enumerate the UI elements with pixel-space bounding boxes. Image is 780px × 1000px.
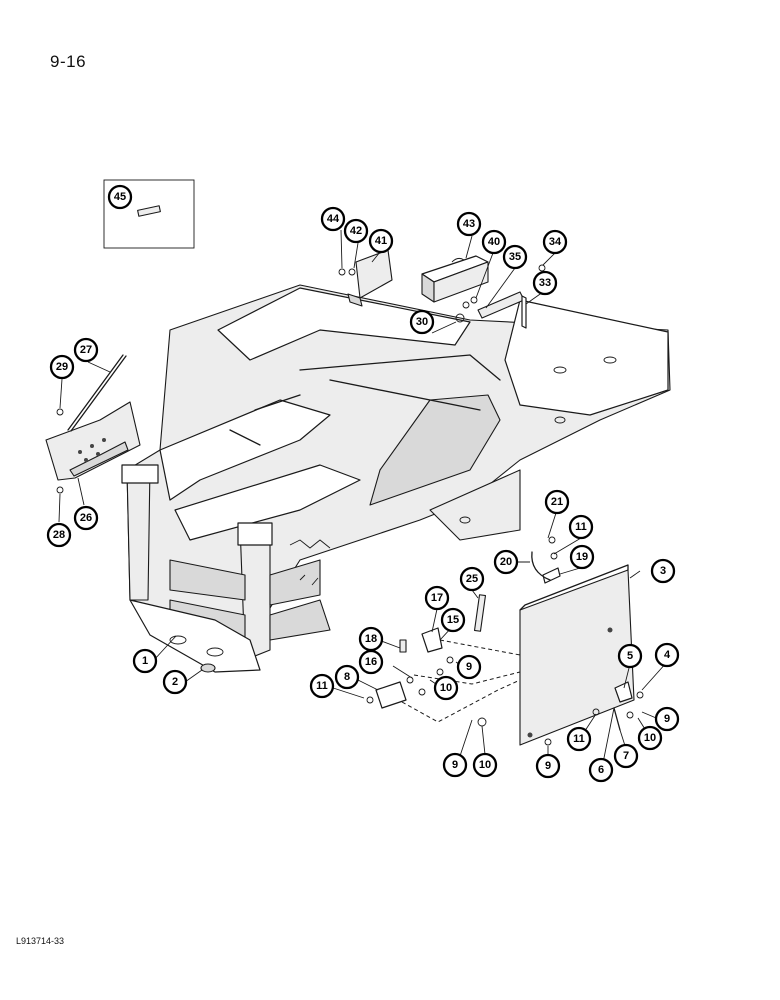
callout-43: 35	[502, 244, 528, 270]
svg-text:45: 45	[114, 191, 126, 203]
svg-text:16: 16	[365, 656, 377, 668]
svg-text:40: 40	[488, 236, 500, 248]
plug-2	[200, 663, 216, 673]
svg-text:41: 41	[375, 235, 387, 247]
callout-42: 34	[542, 229, 568, 255]
callout-2: 2	[162, 669, 188, 695]
svg-text:11: 11	[575, 521, 587, 533]
callout-30: 41	[368, 228, 394, 254]
callout-16: 16	[358, 649, 384, 675]
callout-18: 18	[358, 626, 384, 652]
svg-text:9: 9	[545, 760, 551, 772]
callout-10-right: 10	[637, 725, 663, 751]
callout-26: 26	[73, 505, 99, 531]
svg-text:9: 9	[664, 713, 670, 725]
latch-5	[614, 681, 633, 703]
inset-box	[103, 179, 195, 249]
svg-text:9: 9	[466, 661, 472, 673]
svg-text:4: 4	[664, 649, 671, 661]
svg-text:26: 26	[80, 512, 92, 524]
callout-41: 33	[532, 270, 558, 296]
callout-5: 5	[617, 643, 643, 669]
svg-text:25: 25	[466, 573, 478, 585]
svg-text:10: 10	[644, 732, 656, 744]
callout-9-lower-left: 9	[442, 752, 468, 778]
mounting-bracket-41	[477, 291, 527, 329]
callout-10-center: 10	[433, 675, 459, 701]
callout-45: 45	[107, 184, 133, 210]
main-frame	[121, 284, 671, 673]
svg-text:10: 10	[440, 682, 452, 694]
svg-text:35: 35	[509, 251, 521, 263]
callout-9-lower-mid: 9	[535, 753, 561, 779]
callout-35: 44	[320, 206, 346, 232]
callout-9-center: 9	[456, 654, 482, 680]
pin-7	[613, 707, 621, 731]
callout-28: 28	[46, 522, 72, 548]
callout-33: 42	[343, 218, 369, 244]
callout-10-lower: 10	[472, 752, 498, 778]
callout-19: 19	[569, 544, 595, 570]
step-assembly	[45, 354, 141, 494]
callout-40: 43	[456, 211, 482, 237]
svg-text:1: 1	[142, 655, 148, 667]
callout-1: 1	[132, 648, 158, 674]
svg-text:21: 21	[551, 496, 563, 508]
callout-17: 17	[424, 585, 450, 611]
callout-34: 30	[409, 309, 435, 335]
svg-text:15: 15	[447, 614, 459, 626]
svg-text:11: 11	[573, 733, 585, 745]
svg-text:28: 28	[53, 529, 65, 541]
mounting-bracket-30	[347, 249, 393, 307]
bracket-19	[542, 567, 561, 584]
svg-text:6: 6	[598, 764, 604, 776]
svg-text:34: 34	[549, 236, 562, 248]
svg-text:43: 43	[463, 218, 475, 230]
svg-text:8: 8	[344, 671, 350, 683]
side-panel	[519, 564, 635, 746]
callout-6: 6	[588, 757, 614, 783]
svg-text:20: 20	[500, 556, 512, 568]
svg-text:2: 2	[172, 676, 178, 688]
svg-text:33: 33	[539, 277, 551, 289]
callout-21: 21	[544, 489, 570, 515]
page-number: 9-16	[50, 52, 87, 71]
svg-text:17: 17	[431, 592, 443, 604]
callout-11-lower: 11	[566, 726, 592, 752]
svg-text:3: 3	[660, 565, 666, 577]
callout-11-right: 11	[568, 514, 594, 540]
svg-text:7: 7	[623, 750, 629, 762]
svg-text:5: 5	[627, 650, 633, 662]
svg-text:44: 44	[327, 213, 340, 225]
callout-20: 20	[493, 549, 519, 575]
cable-20	[531, 551, 551, 581]
svg-text:42: 42	[350, 225, 362, 237]
callout-8: 8	[334, 664, 360, 690]
callout-15: 15	[440, 607, 466, 633]
callout-29: 29	[49, 354, 75, 380]
svg-text:19: 19	[576, 551, 588, 563]
svg-text:30: 30	[416, 316, 428, 328]
callout-25: 25	[459, 566, 485, 592]
svg-text:27: 27	[80, 344, 92, 356]
svg-text:29: 29	[56, 361, 68, 373]
callout-11-left: 11	[309, 673, 335, 699]
toolbox	[421, 255, 489, 303]
callout-4: 4	[654, 642, 680, 668]
svg-text:18: 18	[365, 633, 377, 645]
figure-code: L913714-33	[16, 936, 65, 946]
callout-9-right: 9	[654, 706, 680, 732]
pin-25	[473, 594, 487, 632]
callout-7: 7	[613, 743, 639, 769]
callout-3: 3	[650, 558, 676, 584]
svg-text:11: 11	[316, 680, 328, 692]
svg-text:9: 9	[452, 759, 458, 771]
callout-44: 40	[481, 229, 507, 255]
svg-text:10: 10	[479, 759, 491, 771]
callout-27: 27	[73, 337, 99, 363]
latch-8	[375, 681, 407, 709]
